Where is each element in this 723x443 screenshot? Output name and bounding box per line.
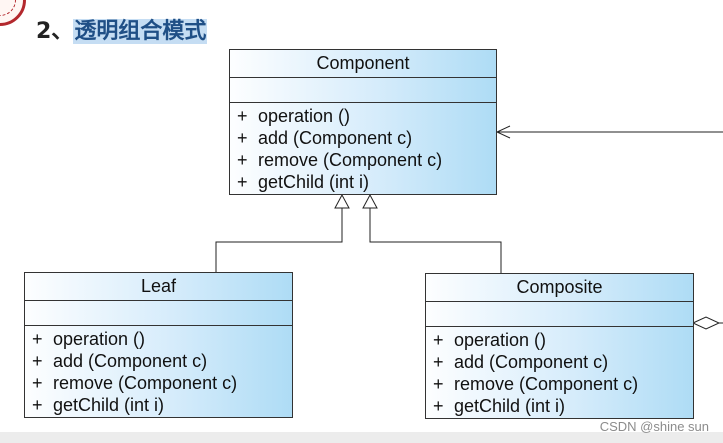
visibility-public: + bbox=[237, 172, 248, 192]
class-component: Component + operation () + add (Component … bbox=[229, 49, 497, 195]
operation: + getChild (int i) bbox=[237, 171, 496, 193]
operation-signature: remove (Component c) bbox=[258, 150, 443, 170]
attributes-compartment bbox=[426, 302, 693, 327]
operation: + remove (Component c) bbox=[433, 373, 693, 395]
operation-signature: operation () bbox=[258, 106, 351, 126]
class-composite: Composite + operation () + add (Component … bbox=[425, 273, 694, 419]
visibility-public: + bbox=[433, 352, 444, 372]
visibility-public: + bbox=[32, 351, 43, 371]
operation-signature: add (Component c) bbox=[258, 128, 413, 148]
operation-signature: add (Component c) bbox=[53, 351, 208, 371]
composite-generalization-arrowhead bbox=[362, 193, 378, 209]
operation-signature: remove (Component c) bbox=[53, 373, 238, 393]
visibility-public: + bbox=[237, 128, 248, 148]
operation: + add (Component c) bbox=[32, 350, 292, 372]
visibility-public: + bbox=[433, 374, 444, 394]
operation-signature: getChild (int i) bbox=[258, 172, 370, 192]
operation: + add (Component c) bbox=[237, 127, 496, 149]
operation-signature: getChild (int i) bbox=[53, 395, 165, 415]
operation: + getChild (int i) bbox=[32, 394, 292, 416]
class-name: Leaf bbox=[25, 273, 292, 301]
operation-signature: operation () bbox=[454, 330, 547, 350]
operation: + remove (Component c) bbox=[32, 372, 292, 394]
operation: + add (Component c) bbox=[433, 351, 693, 373]
visibility-public: + bbox=[32, 329, 43, 349]
operation: + operation () bbox=[433, 329, 693, 351]
operation-signature: add (Component c) bbox=[454, 352, 609, 372]
leaf-generalization-arrowhead bbox=[334, 193, 350, 209]
visibility-public: + bbox=[433, 330, 444, 350]
operations-compartment: + operation () + add (Component c) + remove… bbox=[230, 103, 496, 193]
composite-generalization-line bbox=[369, 208, 502, 273]
operation: + remove (Component c) bbox=[237, 149, 496, 171]
visibility-public: + bbox=[32, 395, 43, 415]
operation: + operation () bbox=[32, 328, 292, 350]
operations-compartment: + operation () + add (Component c) + remove… bbox=[426, 327, 693, 417]
aggregation-arrowhead bbox=[495, 125, 511, 139]
heading-number: 2、 bbox=[36, 19, 74, 44]
page-heading: 2、透明组合模式 bbox=[36, 18, 208, 46]
operation-signature: operation () bbox=[53, 329, 146, 349]
visibility-public: + bbox=[433, 396, 444, 416]
visibility-public: + bbox=[32, 373, 43, 393]
operations-compartment: + operation () + add (Component c) + remove… bbox=[25, 326, 292, 416]
visibility-public: + bbox=[237, 150, 248, 170]
operation-signature: remove (Component c) bbox=[454, 374, 639, 394]
class-name: Component bbox=[230, 50, 496, 78]
visibility-public: + bbox=[237, 106, 248, 126]
operation: + operation () bbox=[237, 105, 496, 127]
bottom-bar bbox=[0, 432, 723, 443]
operation: + getChild (int i) bbox=[433, 395, 693, 417]
leaf-generalization-line bbox=[215, 208, 343, 272]
heading-title: 透明组合模式 bbox=[73, 19, 208, 44]
attributes-compartment bbox=[230, 78, 496, 103]
class-name: Composite bbox=[426, 274, 693, 302]
aggregation-diamond bbox=[691, 316, 721, 330]
operation-signature: getChild (int i) bbox=[454, 396, 566, 416]
watermark: CSDN @shine sun bbox=[599, 419, 709, 434]
attributes-compartment bbox=[25, 301, 292, 326]
class-leaf: Leaf + operation () + add (Component c) + r… bbox=[24, 272, 293, 418]
